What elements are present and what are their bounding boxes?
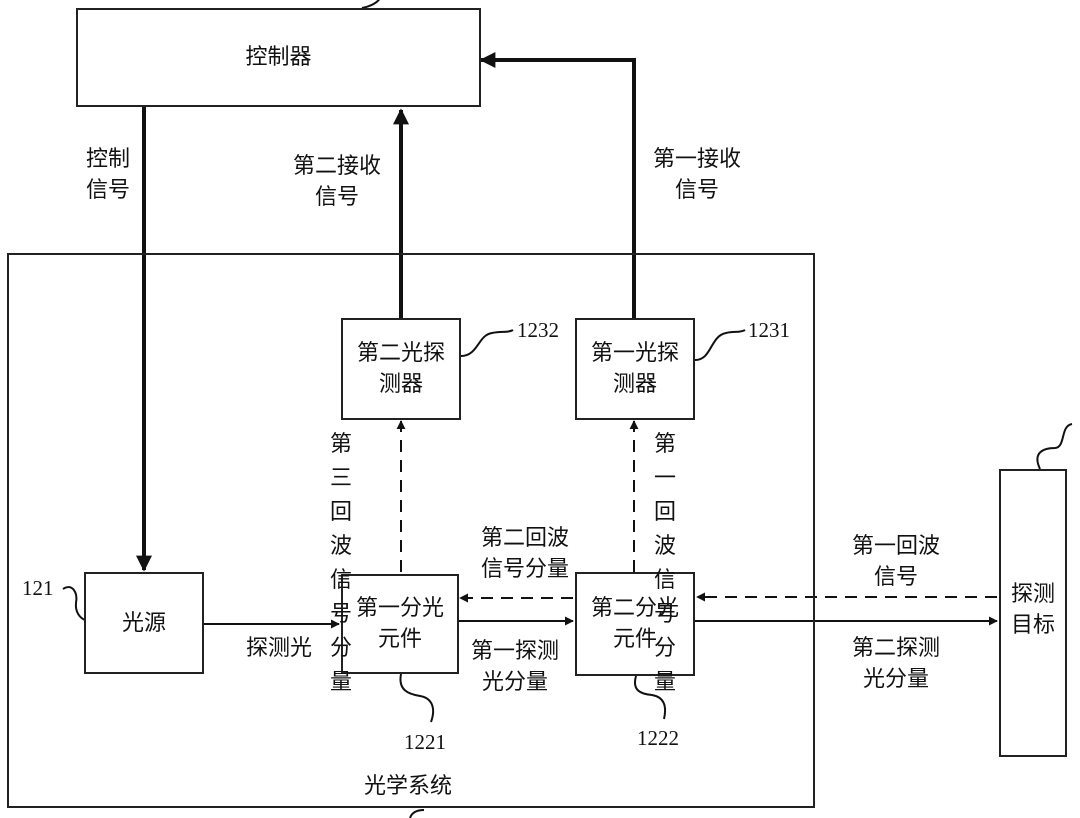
leader-1232: [460, 329, 514, 357]
first-detector-label: 第一光探 测器: [590, 341, 679, 397]
leader-controller: [361, 0, 380, 9]
first-detector-box[interactable]: 第一光探 测器: [575, 318, 695, 420]
light-source-box[interactable]: 光源: [84, 572, 204, 674]
ref-121: 121: [22, 576, 54, 600]
optical-system-border: [7, 253, 815, 808]
leader-target: [1036, 423, 1073, 470]
ref-1222: 1222: [637, 726, 679, 750]
leader-1231: [694, 329, 746, 361]
target-box[interactable]: 探测 目标: [999, 469, 1067, 757]
first-splitter-box[interactable]: 第一分光 元件: [341, 574, 459, 674]
second-detector-box[interactable]: 第二光探 测器: [341, 318, 461, 420]
ref-1232: 1232: [517, 318, 559, 342]
target-label: 探测 目标: [1010, 582, 1055, 638]
second-echo-component-label: 第二回波 信号分量: [480, 526, 569, 582]
second-splitter-label: 第二分光 元件: [590, 596, 679, 652]
leader-1221: [399, 673, 435, 723]
second-splitter-box[interactable]: 第二分光 元件: [575, 572, 695, 676]
third-echo-component-label: 第 三 回 波 信 号 分 量: [329, 432, 352, 695]
ref-1221: 1221: [404, 730, 446, 754]
second-detector-label: 第二光探 测器: [356, 341, 445, 397]
light-source-label: 光源: [121, 610, 166, 636]
second-probe-component-label: 第二探测 光分量: [851, 636, 940, 692]
first-echo-component-label: 第 一 回 波 信 号 分 量: [653, 432, 676, 695]
controller-box[interactable]: 控制器: [76, 8, 481, 107]
optical-system-label: 光学系统: [363, 774, 452, 799]
leader-optical-system: [409, 809, 425, 818]
first-receive-signal-label: 第一接收 信号: [652, 147, 741, 203]
second-receive-signal-label: 第二接收 信号: [292, 154, 381, 210]
ref-1231: 1231: [748, 318, 790, 342]
leader-1222: [634, 675, 667, 720]
first-probe-component-label: 第一探测 光分量: [470, 639, 559, 695]
first-splitter-label: 第一分光 元件: [355, 596, 444, 652]
control-signal-label: 控制 信号: [85, 147, 130, 203]
probe-light-label: 探测光: [245, 636, 312, 661]
leader-121: [62, 586, 86, 621]
first-receive-signal-arrow: [479, 52, 636, 318]
controller-label: 控制器: [245, 45, 312, 70]
first-echo-signal-label: 第一回波 信号: [851, 534, 940, 590]
